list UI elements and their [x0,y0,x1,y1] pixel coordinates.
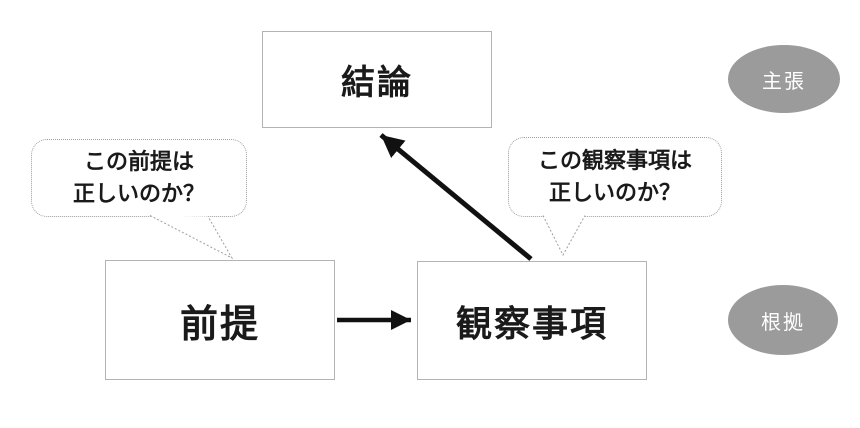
grounds-badge: 根拠 [728,285,838,355]
observation-question-bubble: この観察事項は 正しいのか？ [508,137,722,217]
observation-question-line1: この観察事項は [537,148,692,173]
premise-label: 前提 [179,303,260,346]
observation-bubble-tail-shape [542,215,586,257]
premise-bubble-tail-shape [149,215,234,260]
grounds-badge-label: 根拠 [761,311,805,334]
conclusion-box: 結論 [262,31,492,128]
claim-badge-label: 主張 [762,70,806,93]
premise-question-line2: 正しいのか？ [72,181,205,206]
observation-question-line2: 正しいのか？ [548,180,681,205]
premise-box: 前提 [105,260,335,380]
observation-box: 観察事項 [417,261,647,380]
premise-question-bubble: この前提は 正しいのか？ [31,139,247,217]
claim-badge: 主張 [728,45,840,113]
premise-question-line1: この前提は [83,149,194,174]
observation-label: 観察事項 [455,302,608,344]
conclusion-label: 結論 [341,64,413,102]
